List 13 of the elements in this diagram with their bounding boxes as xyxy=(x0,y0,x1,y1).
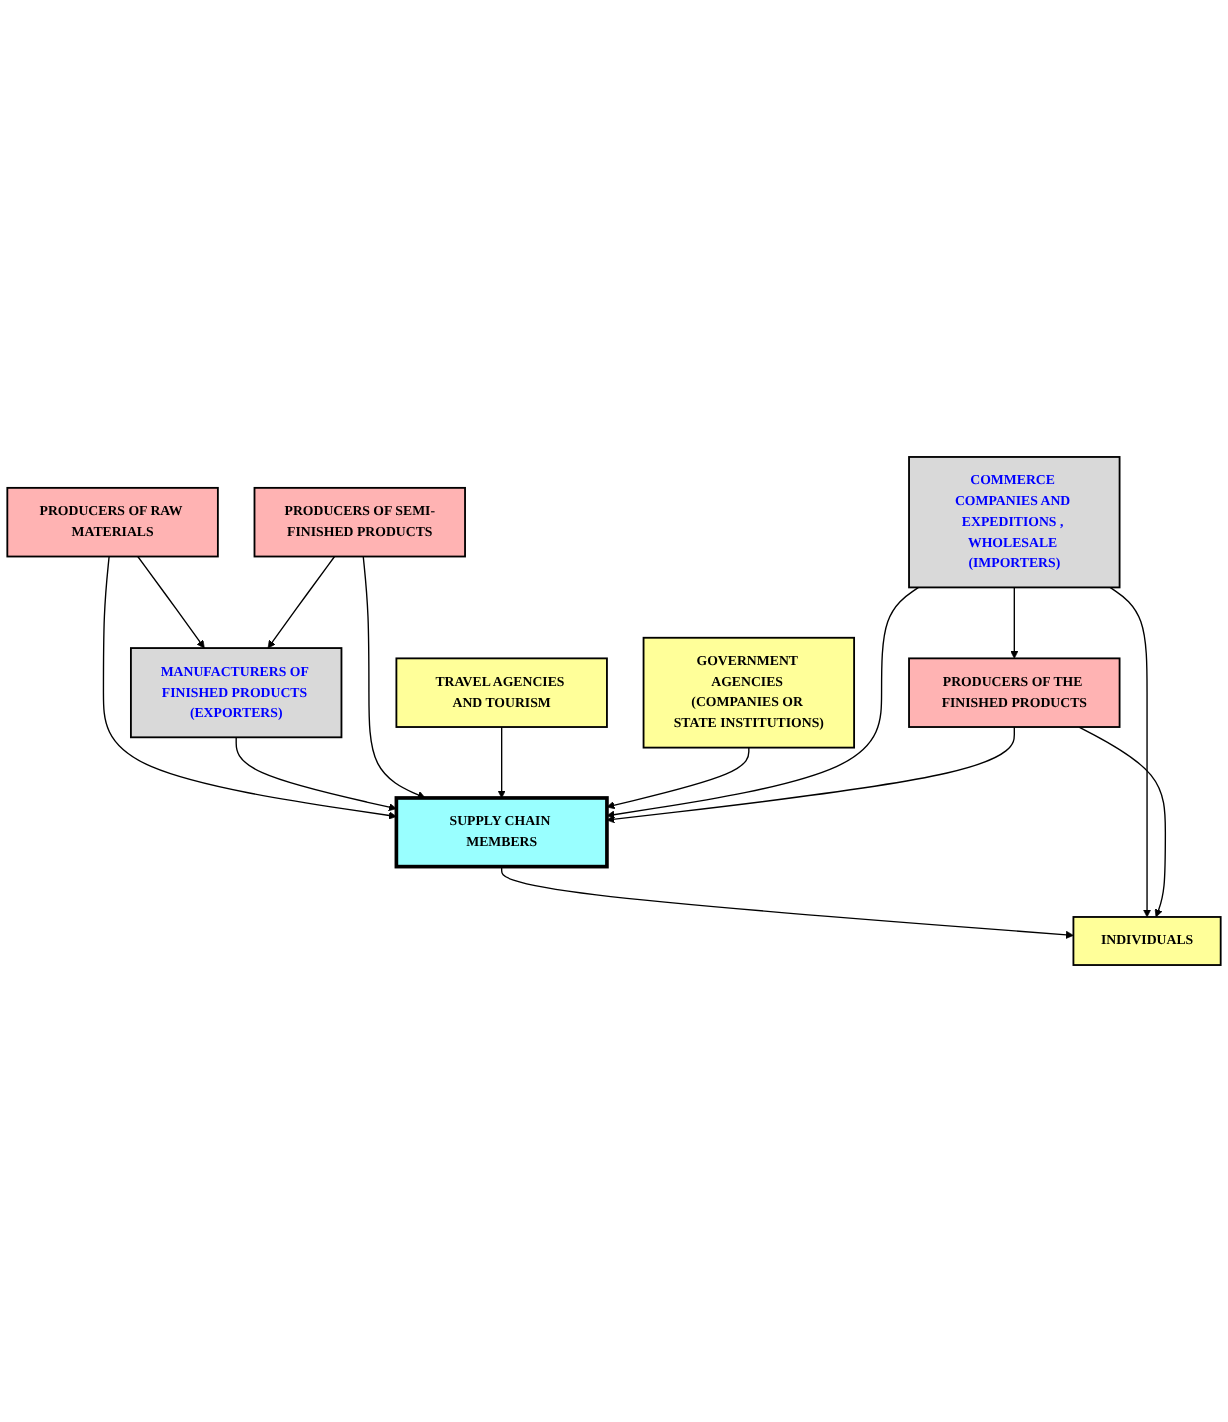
arrow xyxy=(137,555,205,649)
arrow xyxy=(500,865,1074,939)
arrow xyxy=(1109,586,1152,918)
arrow xyxy=(606,746,750,810)
arrow xyxy=(267,555,336,649)
arrow xyxy=(1010,586,1019,659)
arrow xyxy=(235,736,397,812)
arrow xyxy=(102,555,397,820)
arrow xyxy=(362,555,426,799)
arrow xyxy=(606,586,920,819)
arrow xyxy=(497,726,506,799)
arrow xyxy=(1078,726,1167,918)
arrow xyxy=(606,726,1015,824)
